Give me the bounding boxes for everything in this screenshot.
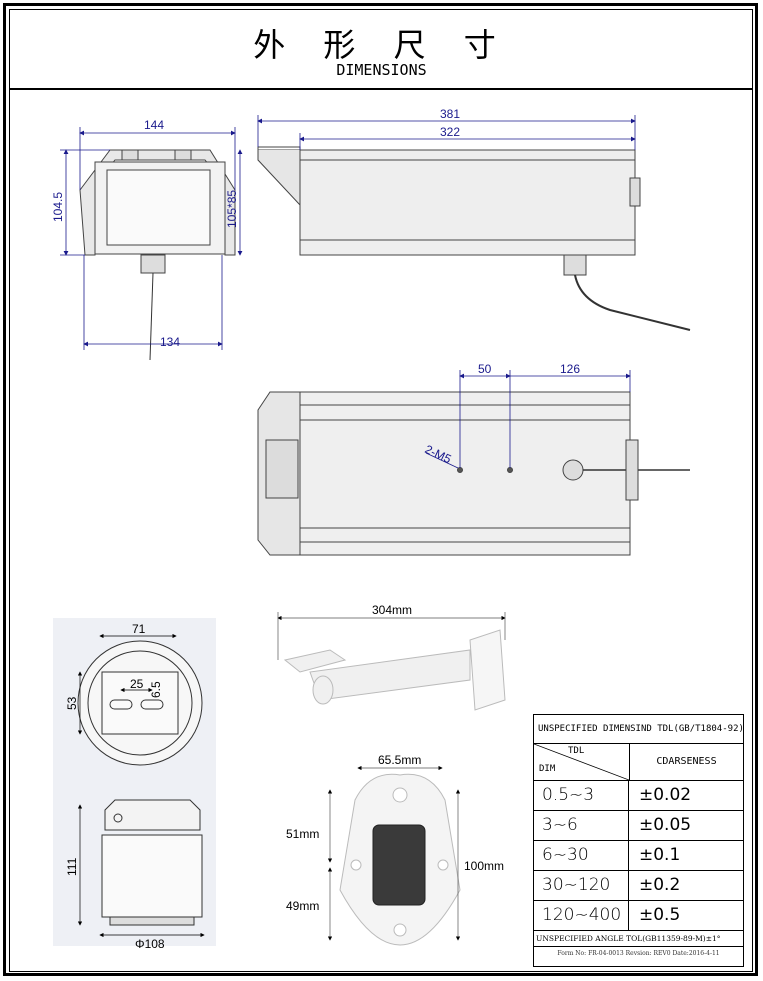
mount-base-side: [101, 799, 203, 926]
dim-mount-slot-width: 6.5: [149, 681, 163, 698]
bottom-view-dims: [425, 370, 631, 469]
dim-front-bottom: 134: [160, 335, 180, 349]
tolerance-value: ±0.2: [639, 875, 681, 895]
dim-front-width: 144: [144, 118, 164, 132]
dim-mount-total-height: 111: [65, 857, 79, 876]
side-view-dims: [257, 115, 636, 150]
dim-bracket-lower: 49mm: [286, 899, 319, 913]
dim-front-height-right: 105*85: [225, 190, 239, 228]
tolerance-col-tol: TDL: [568, 746, 585, 756]
dim-bottom-offset-b: 126: [560, 362, 580, 376]
tolerance-angle-note: UNSPECIFIED ANGLE TOL(GB11359-89-M)±1°: [534, 931, 743, 947]
tolerance-range: 3~6: [534, 811, 629, 840]
dim-bracket-upper: 51mm: [286, 827, 319, 841]
dim-mount-diameter: Φ108: [135, 937, 165, 951]
dim-side-total: 381: [440, 107, 460, 121]
title-divider: [10, 88, 753, 90]
tolerance-value: ±0.1: [639, 845, 681, 865]
front-view-dims: [60, 127, 243, 350]
dim-bracket-plate-width: 65.5mm: [378, 753, 421, 767]
dim-mount-slot-spacing: 25: [130, 677, 144, 691]
bracket-arm: [283, 629, 506, 711]
tolerance-value: ±0.05: [639, 815, 692, 835]
tolerance-form-no: Form No: FR-04-0013 Revsion: REV0 Date:2…: [557, 950, 720, 957]
bracket-plate: [339, 773, 461, 946]
tolerance-header: UNSPECIFIED DIMENSIND TDL(GB/T1804-92): [534, 715, 744, 744]
outer-frame: [3, 3, 758, 976]
tolerance-range: 30~120: [534, 871, 629, 900]
tolerance-row: 30~120 ±0.2: [534, 871, 743, 901]
bracket-arm-dims: [277, 612, 506, 660]
tolerance-range: 0.5~3: [534, 781, 629, 810]
dim-bracket-plate-height: 100mm: [464, 859, 504, 873]
tolerance-col-dim: DIM: [539, 764, 556, 774]
side-view: [257, 146, 691, 331]
title-chinese: 外 形 尺 寸: [253, 26, 510, 64]
dim-bottom-offset-a: 50: [478, 362, 492, 376]
mount-base-top-dims: [77, 633, 177, 735]
front-view: [79, 149, 236, 361]
tolerance-head-row: TDL DIM CDARSENESS: [534, 744, 743, 781]
mount-base-top: [77, 640, 203, 766]
title-english: DIMENSIONS: [336, 61, 427, 79]
tolerance-row: 6~30 ±0.1: [534, 841, 743, 871]
bottom-view: [257, 391, 690, 556]
inner-frame: [9, 9, 753, 972]
dim-front-height-left: 104.5: [51, 192, 65, 222]
dim-side-body: 322: [440, 125, 460, 139]
tolerance-diag-cell: TDL DIM: [534, 744, 630, 780]
tolerance-range: 120~400: [534, 901, 629, 930]
tolerance-table: UNSPECIFIED DIMENSIND TDL(GB/T1804-92) T…: [533, 714, 744, 967]
tolerance-value: ±0.02: [639, 785, 692, 805]
tolerance-row: 0.5~3 ±0.02: [534, 781, 743, 811]
dim-bracket-length: 304mm: [372, 603, 412, 617]
tolerance-row: 120~400 ±0.5: [534, 901, 743, 931]
tolerance-range: 6~30: [534, 841, 629, 870]
tolerance-row: 3~6 ±0.05: [534, 811, 743, 841]
tolerance-col-coarse: CDARSENESS: [656, 756, 717, 767]
dim-mount-height: 53: [65, 696, 79, 710]
dim-mount-width: 71: [132, 622, 146, 636]
tolerance-value: ±0.5: [639, 905, 681, 925]
mount-base-side-dims: [77, 804, 205, 938]
bracket-plate-dims: [327, 765, 461, 941]
